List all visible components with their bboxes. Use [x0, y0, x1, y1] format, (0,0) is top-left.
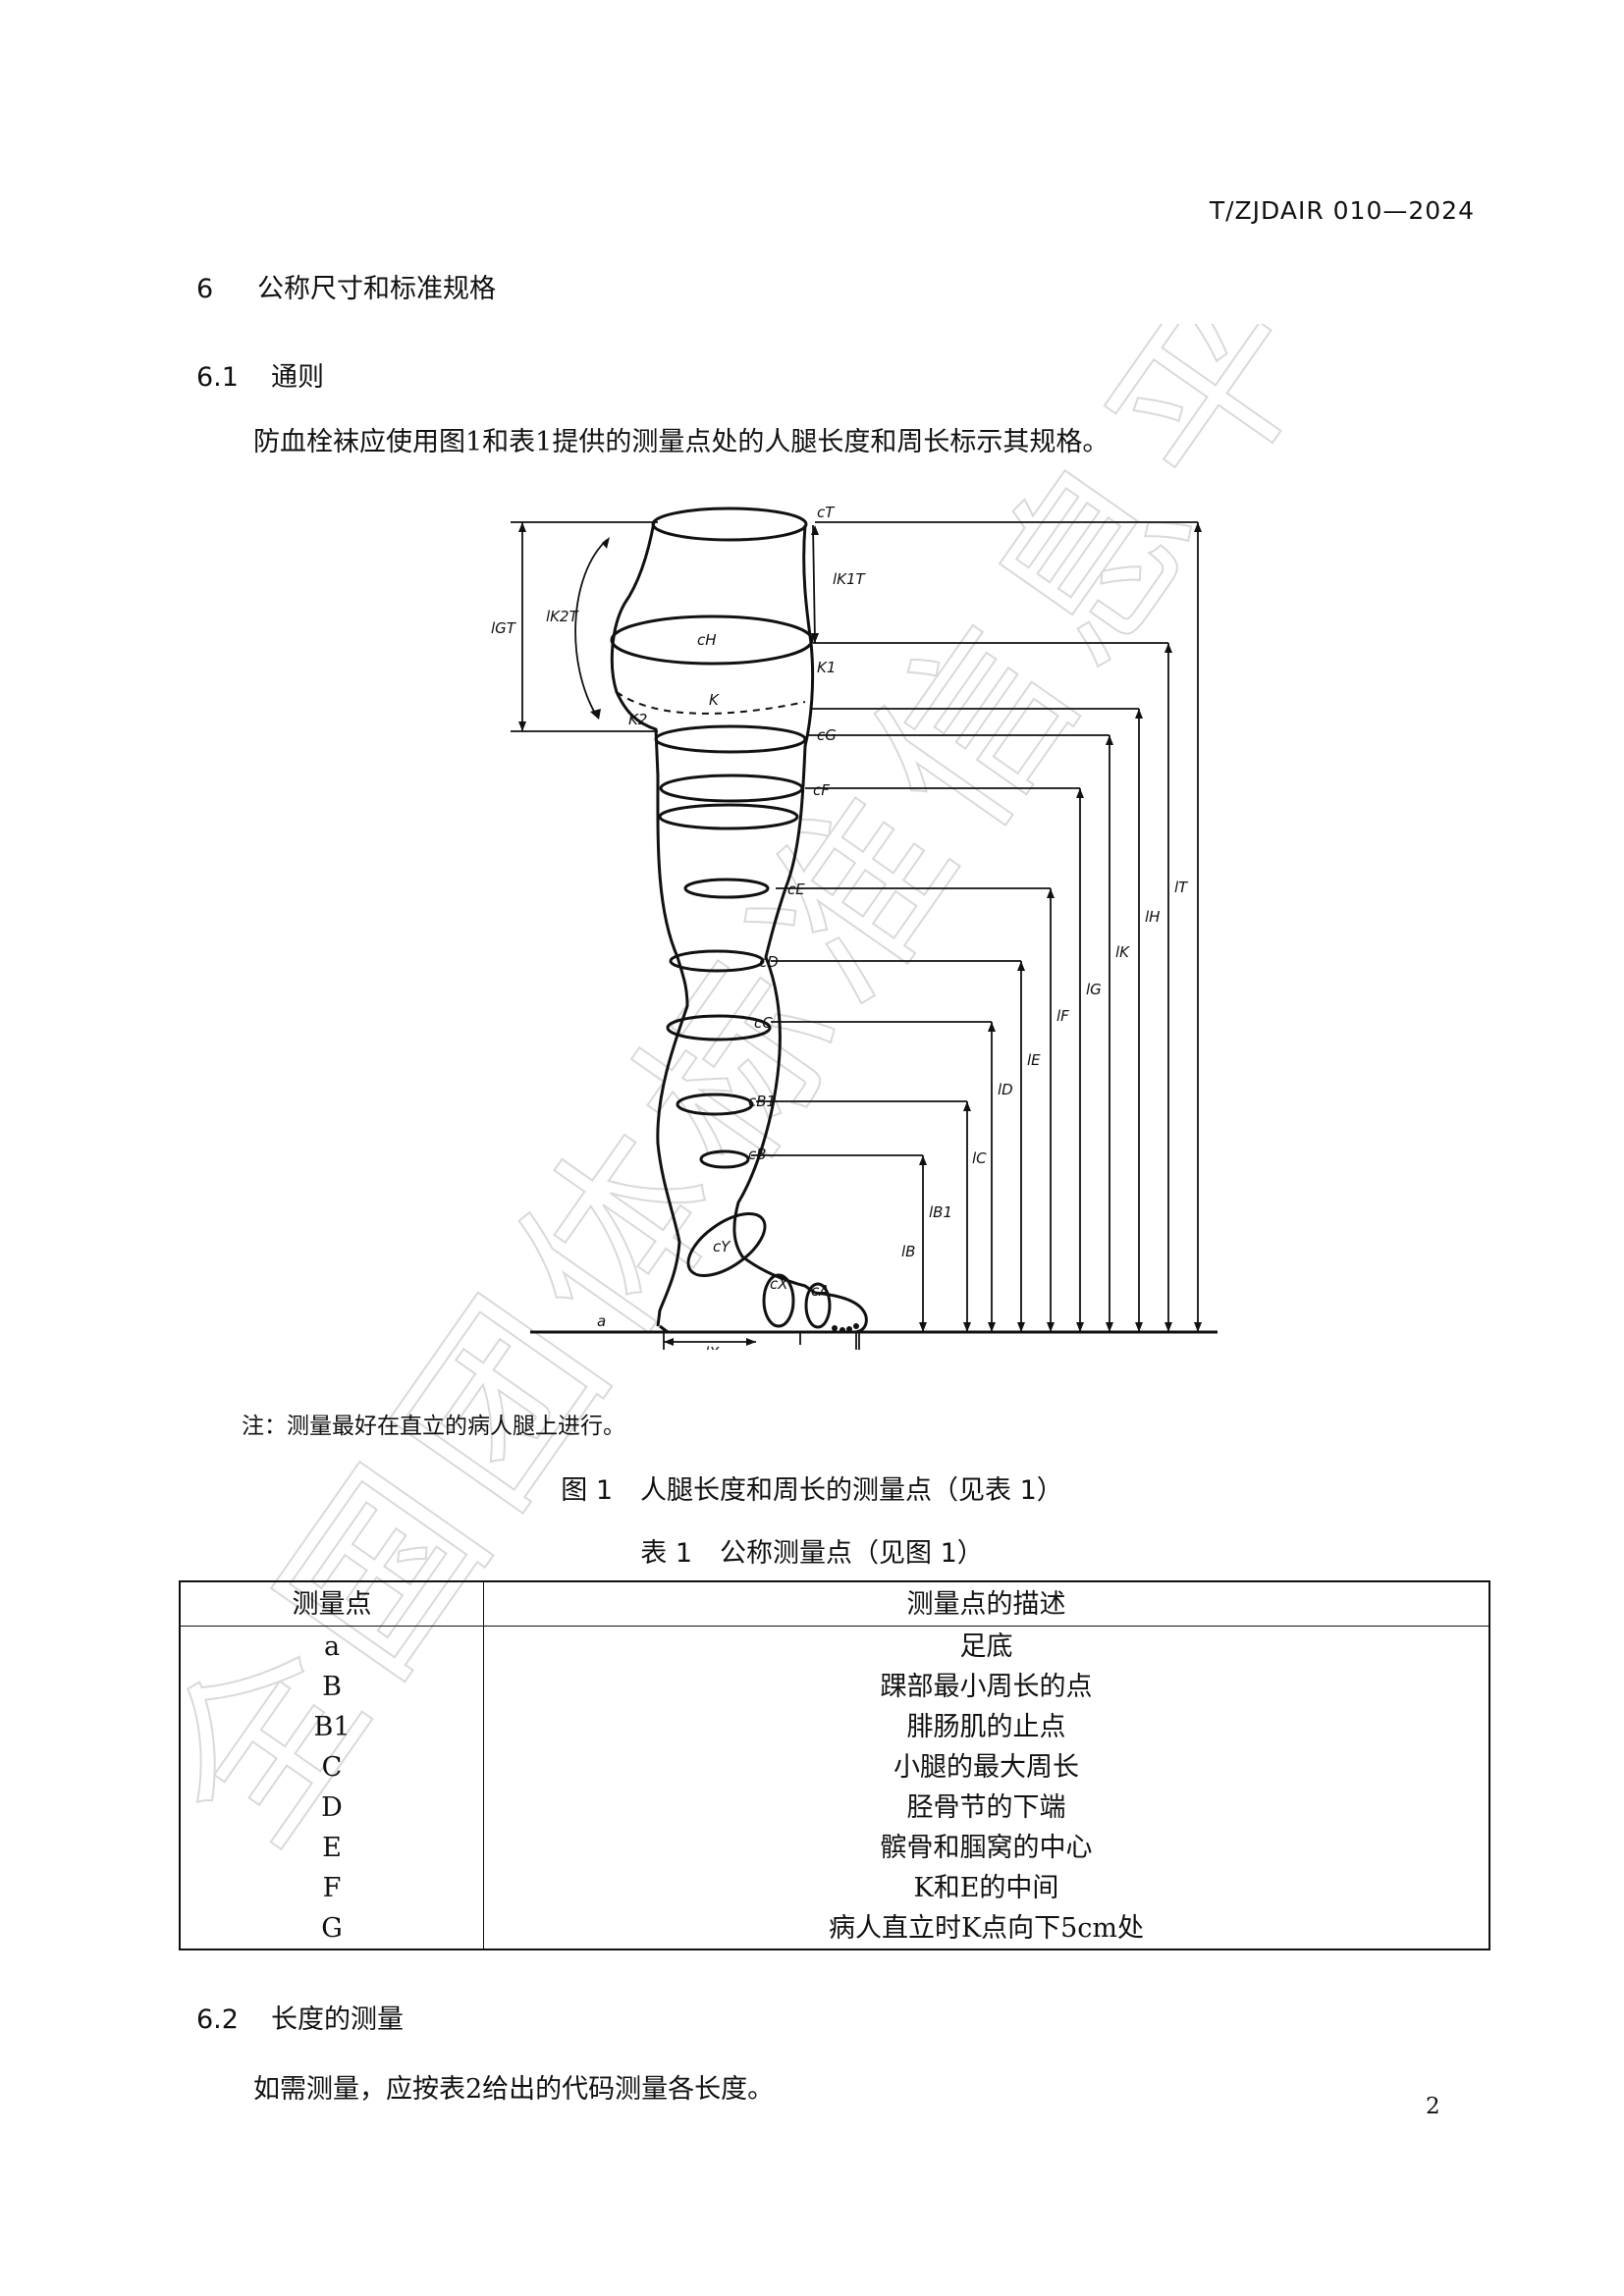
- figure-note: 注：测量最好在直立的病人腿上进行。: [242, 1414, 625, 1439]
- label-lE: lE: [1027, 1051, 1041, 1069]
- label-lH: lH: [1145, 908, 1160, 926]
- label-lF: lF: [1056, 1007, 1069, 1025]
- table-cell: G: [180, 1908, 484, 1949]
- measurement-points-table: 测量点 测量点的描述 a 足底 B 踝部最小周长的点 B1 腓肠肌的止点 C 小腿的最大…: [179, 1580, 1490, 1950]
- table-cell: 髌骨和腘窝的中心: [880, 1833, 1093, 1863]
- table-row: G 病人直立时K点向下5cm处: [180, 1908, 1489, 1949]
- label-cH: cH: [697, 631, 717, 649]
- label-cE: cE: [787, 881, 805, 898]
- table-cell: a: [180, 1626, 484, 1667]
- label-cB: cB: [748, 1146, 767, 1163]
- section-title: 通则: [271, 362, 324, 393]
- label-K2: K2: [628, 711, 647, 728]
- label-cC: cC: [754, 1014, 773, 1032]
- table-row: a 足底: [180, 1626, 1489, 1667]
- label-a: a: [597, 1312, 606, 1330]
- paragraph: 防血栓袜应使用图1和表1提供的测量点处的人腿长度和周长标示其规格。: [253, 427, 1110, 457]
- section-number: 6: [196, 274, 214, 304]
- table-cell: 病人直立时K点向下5cm处: [828, 1913, 1145, 1944]
- table-row: D 胫骨节的下端: [180, 1788, 1489, 1828]
- column-header: 测量点的描述: [483, 1581, 1489, 1627]
- table-cell: E: [180, 1828, 484, 1868]
- figure-title: 人腿长度和周长的测量点（见表 1）: [640, 1475, 1063, 1506]
- table-cell: C: [180, 1747, 484, 1788]
- label-cY: cY: [713, 1238, 731, 1255]
- label-cX: cX: [770, 1275, 788, 1293]
- label-lX: lX: [705, 1344, 720, 1350]
- table-cell: K和E的中间: [913, 1873, 1059, 1903]
- label-lK: lK: [1115, 943, 1130, 961]
- label-lD: lD: [998, 1081, 1013, 1098]
- table-row: C 小腿的最大周长: [180, 1747, 1489, 1788]
- table-cell: 踝部最小周长的点: [880, 1672, 1093, 1702]
- table-cell: B: [180, 1667, 484, 1707]
- table-cell: B1: [180, 1707, 484, 1747]
- column-header: 测量点: [180, 1581, 484, 1627]
- table-row: E 髌骨和腘窝的中心: [180, 1828, 1489, 1868]
- section-6-2-heading: 6.2 长度的测量: [196, 1998, 404, 2036]
- label-cD: cD: [759, 953, 779, 971]
- table-cell: F: [180, 1868, 484, 1908]
- table-cell: 足底: [959, 1631, 1013, 1662]
- section-title: 公称尺寸和标准规格: [257, 274, 496, 304]
- leg-measurement-figure: cT lK1T lGT lK2T cH K1 K K2 cG cF cE cD …: [491, 504, 1218, 1350]
- section-title: 长度的测量: [271, 2004, 404, 2035]
- label-cF: cF: [813, 781, 830, 799]
- table-cell: D: [180, 1788, 484, 1828]
- table-cell: 小腿的最大周长: [893, 1752, 1079, 1783]
- label-K: K: [709, 691, 720, 709]
- table-header-row: 测量点 测量点的描述: [180, 1581, 1489, 1627]
- section-6-1-heading: 6.1 通则: [196, 355, 324, 394]
- table-row: B 踝部最小周长的点: [180, 1667, 1489, 1707]
- table-cell: 胫骨节的下端: [906, 1792, 1066, 1823]
- label-lG: lG: [1086, 981, 1102, 998]
- table-cell: 腓肠肌的止点: [906, 1712, 1066, 1742]
- label-lK1T: lK1T: [833, 570, 867, 588]
- label-cT: cT: [817, 504, 836, 521]
- figure-caption: 图 1 人腿长度和周长的测量点（见表 1）: [0, 1468, 1624, 1507]
- label-cB1: cB1: [748, 1093, 776, 1110]
- label-cG: cG: [817, 726, 837, 744]
- document-code: T/ZJDAIR 010—2024: [1209, 196, 1475, 225]
- table-row: B1 腓肠肌的止点: [180, 1707, 1489, 1747]
- label-lB: lB: [901, 1243, 915, 1260]
- label-lC: lC: [972, 1149, 987, 1167]
- table-caption: 表 1 公称测量点（见图 1）: [0, 1531, 1624, 1570]
- label-cA: cA: [811, 1282, 830, 1300]
- section-6-heading: 6 公称尺寸和标准规格: [196, 267, 496, 305]
- label-lGT: lGT: [491, 619, 517, 637]
- label-lB1: lB1: [929, 1203, 952, 1221]
- table-row: F K和E的中间: [180, 1868, 1489, 1908]
- section-number: 6.2: [196, 2004, 239, 2035]
- table-title: 公称测量点（见图 1）: [720, 1538, 984, 1569]
- label-lT: lT: [1174, 879, 1189, 896]
- page-number: 2: [1426, 2094, 1440, 2119]
- paragraph: 如需测量，应按表2给出的代码测量各长度。: [253, 2074, 775, 2105]
- figure-number: 图 1: [561, 1475, 613, 1506]
- label-lK2T: lK2T: [546, 608, 580, 625]
- table-number: 表 1: [640, 1538, 692, 1569]
- section-number: 6.1: [196, 362, 239, 393]
- label-K1: K1: [817, 659, 836, 676]
